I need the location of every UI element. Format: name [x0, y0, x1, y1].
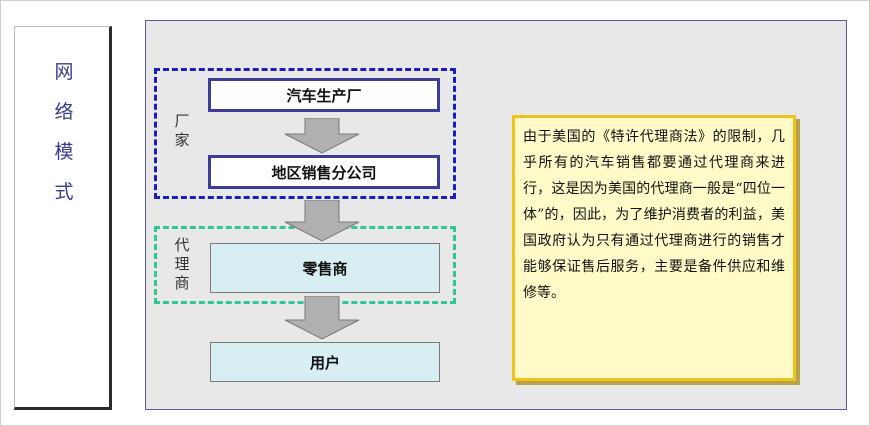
dealer-label-char: 商 — [174, 274, 190, 292]
side-title-char: 式 — [54, 181, 74, 203]
down-arrow-icon — [284, 296, 360, 340]
factory-label-char: 家 — [174, 131, 190, 149]
down-arrow-icon — [284, 200, 360, 242]
factory-group-border — [154, 68, 456, 199]
side-title: 网 络 模 式 — [43, 52, 85, 212]
side-title-char: 络 — [54, 101, 74, 123]
regional-branch-box: 地区销售分公司 — [208, 155, 440, 189]
factory-group-label: 厂 家 — [173, 112, 191, 150]
explanation-note: 由于美国的《特许代理商法》的限制，几乎所有的汽车销售都要通过代理商来进行，这是因… — [512, 115, 796, 381]
side-tab — [14, 26, 112, 410]
car-maker-box: 汽车生产厂 — [208, 78, 440, 112]
dealer-group-label: 代 理 商 — [173, 236, 191, 293]
dealer-label-char: 代 — [174, 236, 190, 254]
factory-label-char: 厂 — [174, 112, 190, 130]
down-arrow-icon — [284, 118, 360, 154]
user-box: 用户 — [210, 342, 440, 382]
side-title-char: 网 — [54, 61, 74, 83]
side-title-char: 模 — [54, 141, 74, 163]
retailer-box: 零售商 — [210, 243, 440, 293]
dealer-label-char: 理 — [174, 255, 190, 273]
